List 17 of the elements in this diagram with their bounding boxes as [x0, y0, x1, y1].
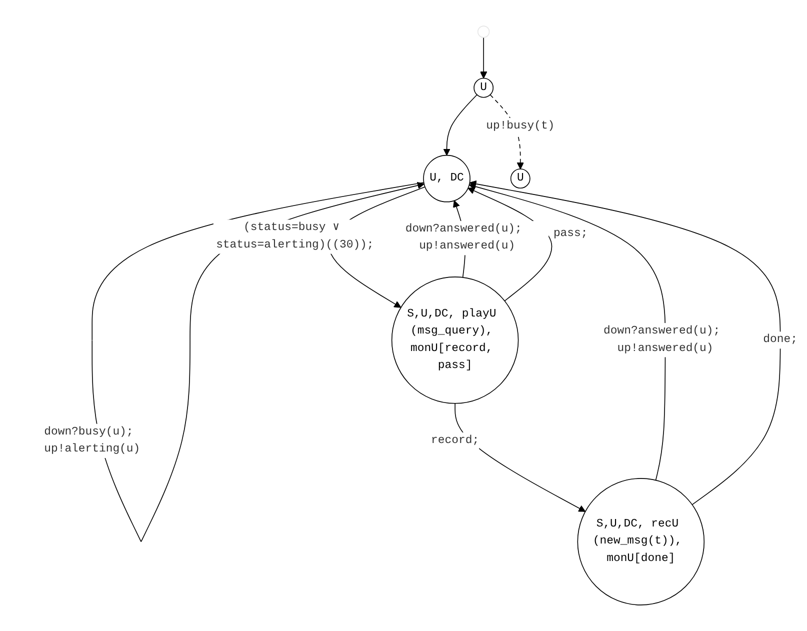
- edge-label: record;: [430, 434, 479, 448]
- arrow: [468, 180, 780, 506]
- node-circle: U: [510, 168, 530, 189]
- edge-label: (status=busy ∨ status=alerting)((30));: [216, 221, 374, 252]
- node-circle: U, DC: [422, 154, 470, 202]
- arrow: [442, 94, 477, 156]
- edge-label: pass;: [552, 227, 588, 240]
- edge-label: down?busy(u); up!alerting(u): [44, 425, 140, 456]
- edge-label: down?answered(u); up!answered(u): [603, 324, 720, 355]
- node-circle: S,U,DC, recU (new_msg(t)), monU[done]: [576, 478, 704, 606]
- edge-label: down?answered(u); up!answered(u): [404, 222, 522, 253]
- node-circle: S,U,DC, playU (msg_query), monU[record, pass]: [390, 276, 518, 404]
- edge-label: up!busy(t): [486, 119, 554, 132]
- node-circle: U: [473, 78, 494, 98]
- node-circle: [476, 26, 490, 38]
- edge-label: done;: [762, 333, 797, 346]
- arrow: [479, 37, 487, 79]
